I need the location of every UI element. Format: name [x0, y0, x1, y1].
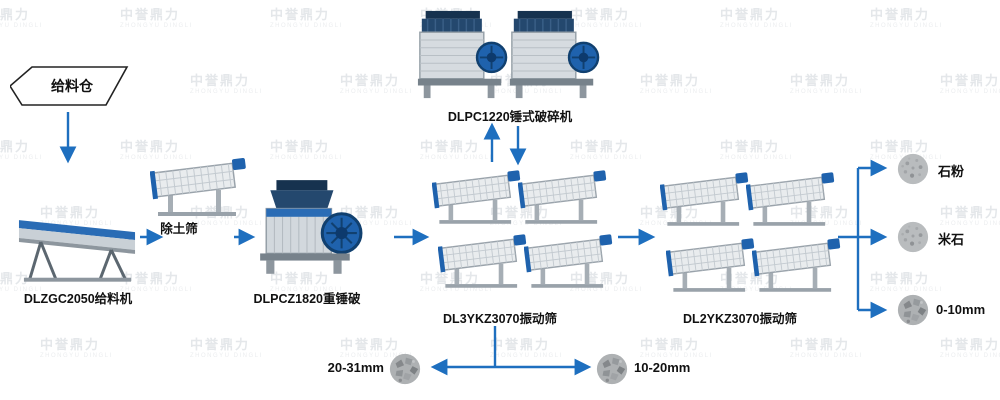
vibrating-screen-image	[666, 236, 758, 296]
output-20-31-label: 20-31mm	[327, 360, 384, 375]
feeder-label: DLZGC2050给料机	[23, 292, 133, 306]
primary-crusher-label: DLPCZ1820重锤破	[253, 292, 361, 306]
output-10-20-label: 10-20mm	[634, 360, 691, 375]
hammer-crusher-label: DLPC1220锤式破碎机	[447, 110, 573, 124]
output-rice-stone-label: 米石	[938, 232, 965, 247]
hammer-crusher-image-1	[416, 6, 508, 104]
output-stone-powder-label: 石粉	[938, 164, 965, 179]
screen-group-1-label: DL3YKZ3070振动筛	[443, 312, 557, 326]
soil-screen-label: 除土筛	[160, 222, 198, 236]
feed-bin-banner: 给料仓	[10, 66, 129, 106]
feeder-machine-image	[16, 200, 140, 285]
aggregate-sample-image	[896, 152, 930, 186]
vibrating-screen-image	[752, 236, 844, 296]
vibrating-screen-image	[432, 168, 524, 228]
aggregate-sample-image	[595, 352, 629, 386]
vibrating-screen-image	[438, 232, 530, 292]
feed-bin-label: 给料仓	[51, 78, 94, 94]
vibrating-screen-image	[746, 170, 838, 230]
aggregate-sample-image	[896, 293, 930, 327]
vibrating-screen-image	[524, 232, 616, 292]
soil-screen-machine-image	[150, 156, 250, 220]
aggregate-sample-image	[388, 352, 422, 386]
primary-crusher-machine-image	[252, 178, 364, 280]
vibrating-screen-image	[518, 168, 610, 228]
screen-group-2-label: DL2YKZ3070振动筛	[683, 312, 797, 326]
vibrating-screen-image	[660, 170, 752, 230]
output-0-10-label: 0-10mm	[936, 302, 986, 317]
hammer-crusher-image-2	[508, 6, 600, 104]
aggregate-sample-image	[896, 220, 930, 254]
